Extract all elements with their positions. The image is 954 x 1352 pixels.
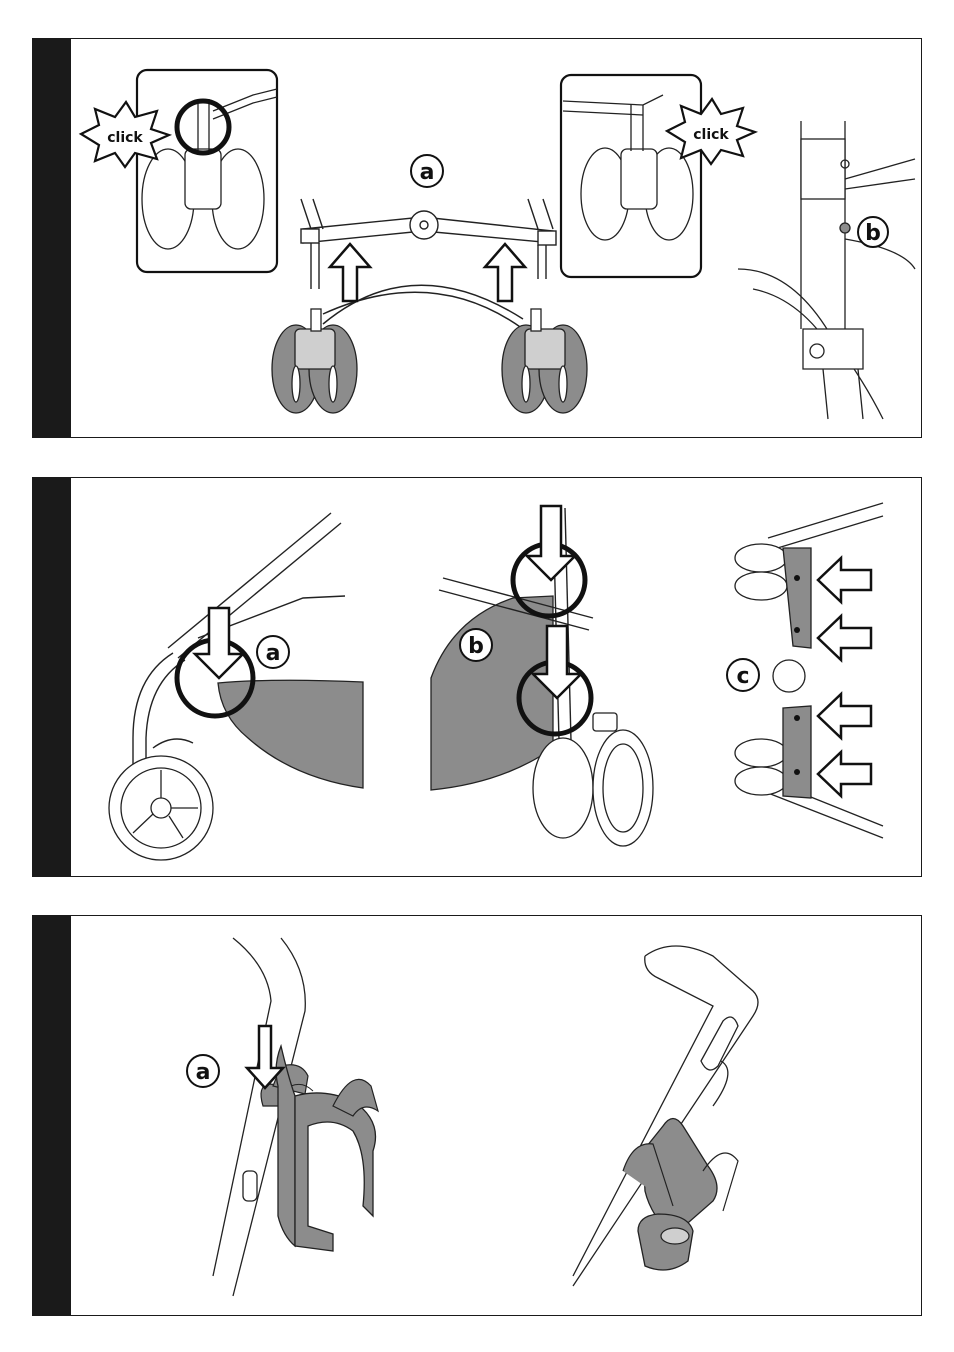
step-panel-2: a b bbox=[32, 477, 922, 877]
front-axle-bar bbox=[301, 199, 556, 289]
click-text-right: click bbox=[693, 127, 729, 143]
illustration-seat-attach: a b bbox=[33, 478, 922, 877]
seat-fabric-middle bbox=[431, 596, 553, 790]
arrows-left-group bbox=[818, 558, 871, 796]
front-wheel-right bbox=[502, 309, 587, 413]
click-text-left: click bbox=[107, 130, 143, 146]
label-b: b bbox=[865, 221, 881, 246]
center-knob bbox=[773, 660, 805, 692]
illustration-front-wheels: click click bbox=[33, 39, 922, 438]
arrow-left-4-icon bbox=[818, 752, 871, 796]
seat-fabric-left bbox=[218, 680, 363, 788]
label-b: b bbox=[468, 634, 484, 659]
label-a: a bbox=[266, 641, 281, 666]
step-panel-3: a bbox=[32, 915, 922, 1316]
cup-holder-left-body bbox=[295, 1093, 376, 1251]
front-wheel-left bbox=[272, 309, 357, 413]
label-a: a bbox=[420, 160, 435, 185]
illustration-cup-holder: a bbox=[33, 916, 922, 1316]
arrow-up-left-icon bbox=[330, 244, 370, 301]
wheel-left bbox=[109, 756, 213, 860]
click-burst-left: click bbox=[81, 102, 169, 167]
label-c: c bbox=[736, 664, 749, 689]
arrow-left-1-icon bbox=[818, 558, 871, 602]
step-panel-1: click click bbox=[32, 38, 922, 438]
arrow-down-b-top-icon bbox=[527, 506, 575, 580]
arrow-up-right-icon bbox=[485, 244, 525, 301]
arrow-left-2-icon bbox=[818, 616, 871, 660]
side-detail-illustration bbox=[738, 121, 915, 419]
arrow-left-3-icon bbox=[818, 694, 871, 738]
label-a: a bbox=[196, 1060, 211, 1085]
